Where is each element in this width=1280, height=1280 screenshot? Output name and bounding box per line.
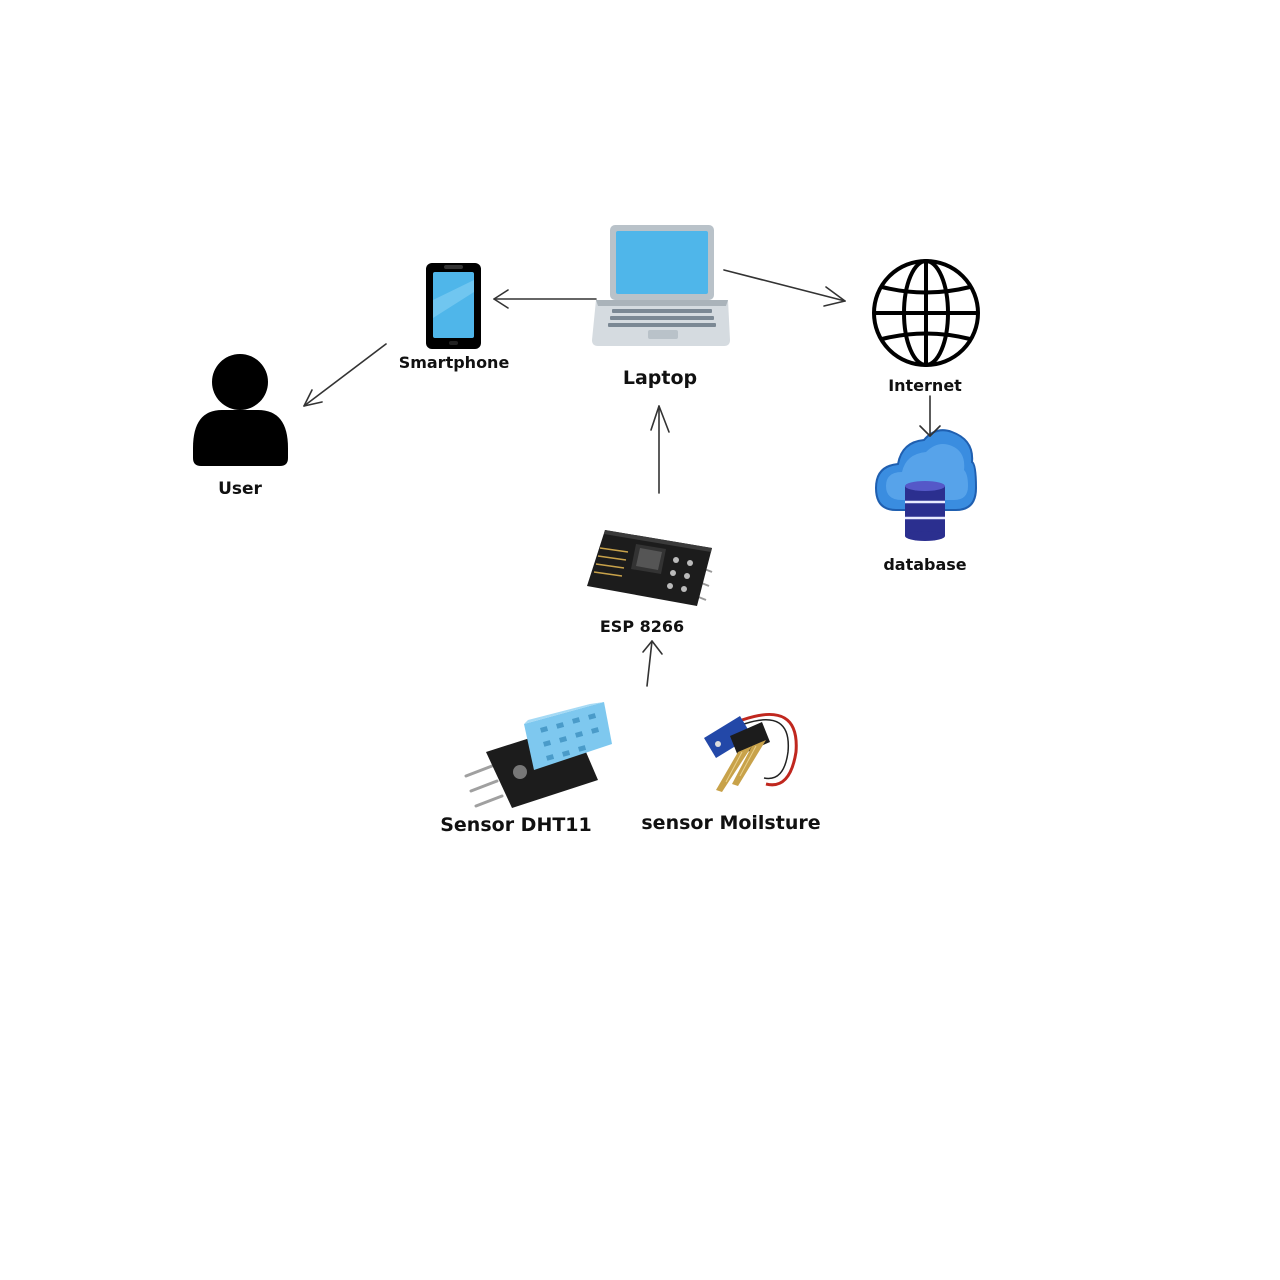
soil-moisture-sensor-icon bbox=[704, 712, 798, 792]
dht11-sensor-icon bbox=[464, 702, 612, 808]
globe-icon bbox=[872, 259, 980, 367]
smartphone-icon bbox=[426, 263, 481, 349]
edge-sensors-to-esp bbox=[642, 640, 663, 687]
user-icon bbox=[193, 354, 288, 466]
moisture-node: sensor Moilsture bbox=[641, 712, 821, 834]
edge-laptop-to-internet bbox=[723, 269, 846, 307]
database-label: database bbox=[883, 555, 966, 574]
edge-internet-to-database bbox=[919, 395, 941, 437]
edge-smartphone-to-user bbox=[303, 343, 387, 407]
cloud-database-icon bbox=[874, 429, 978, 541]
user-node: User bbox=[193, 354, 288, 499]
dht11-node: Sensor DHT11 bbox=[440, 702, 612, 836]
edge-esp-to-laptop bbox=[650, 405, 670, 494]
dht11-label: Sensor DHT11 bbox=[440, 814, 592, 836]
esp8266-module-icon bbox=[587, 530, 713, 606]
database-node: database bbox=[874, 429, 978, 574]
database-cylinder bbox=[905, 481, 945, 541]
esp-node: ESP 8266 bbox=[587, 530, 713, 636]
laptop-icon bbox=[592, 225, 730, 346]
moisture-label: sensor Moilsture bbox=[641, 812, 820, 834]
edge-laptop-to-smartphone bbox=[493, 289, 597, 309]
laptop-screen bbox=[616, 231, 708, 294]
user-label: User bbox=[218, 479, 262, 499]
esp-label: ESP 8266 bbox=[600, 617, 684, 636]
smartphone-node: Smartphone bbox=[399, 263, 510, 372]
internet-node: Internet bbox=[872, 259, 980, 395]
laptop-node: Laptop bbox=[592, 225, 730, 389]
internet-label: Internet bbox=[888, 376, 962, 395]
smartphone-label: Smartphone bbox=[399, 353, 510, 372]
laptop-label: Laptop bbox=[623, 367, 697, 389]
